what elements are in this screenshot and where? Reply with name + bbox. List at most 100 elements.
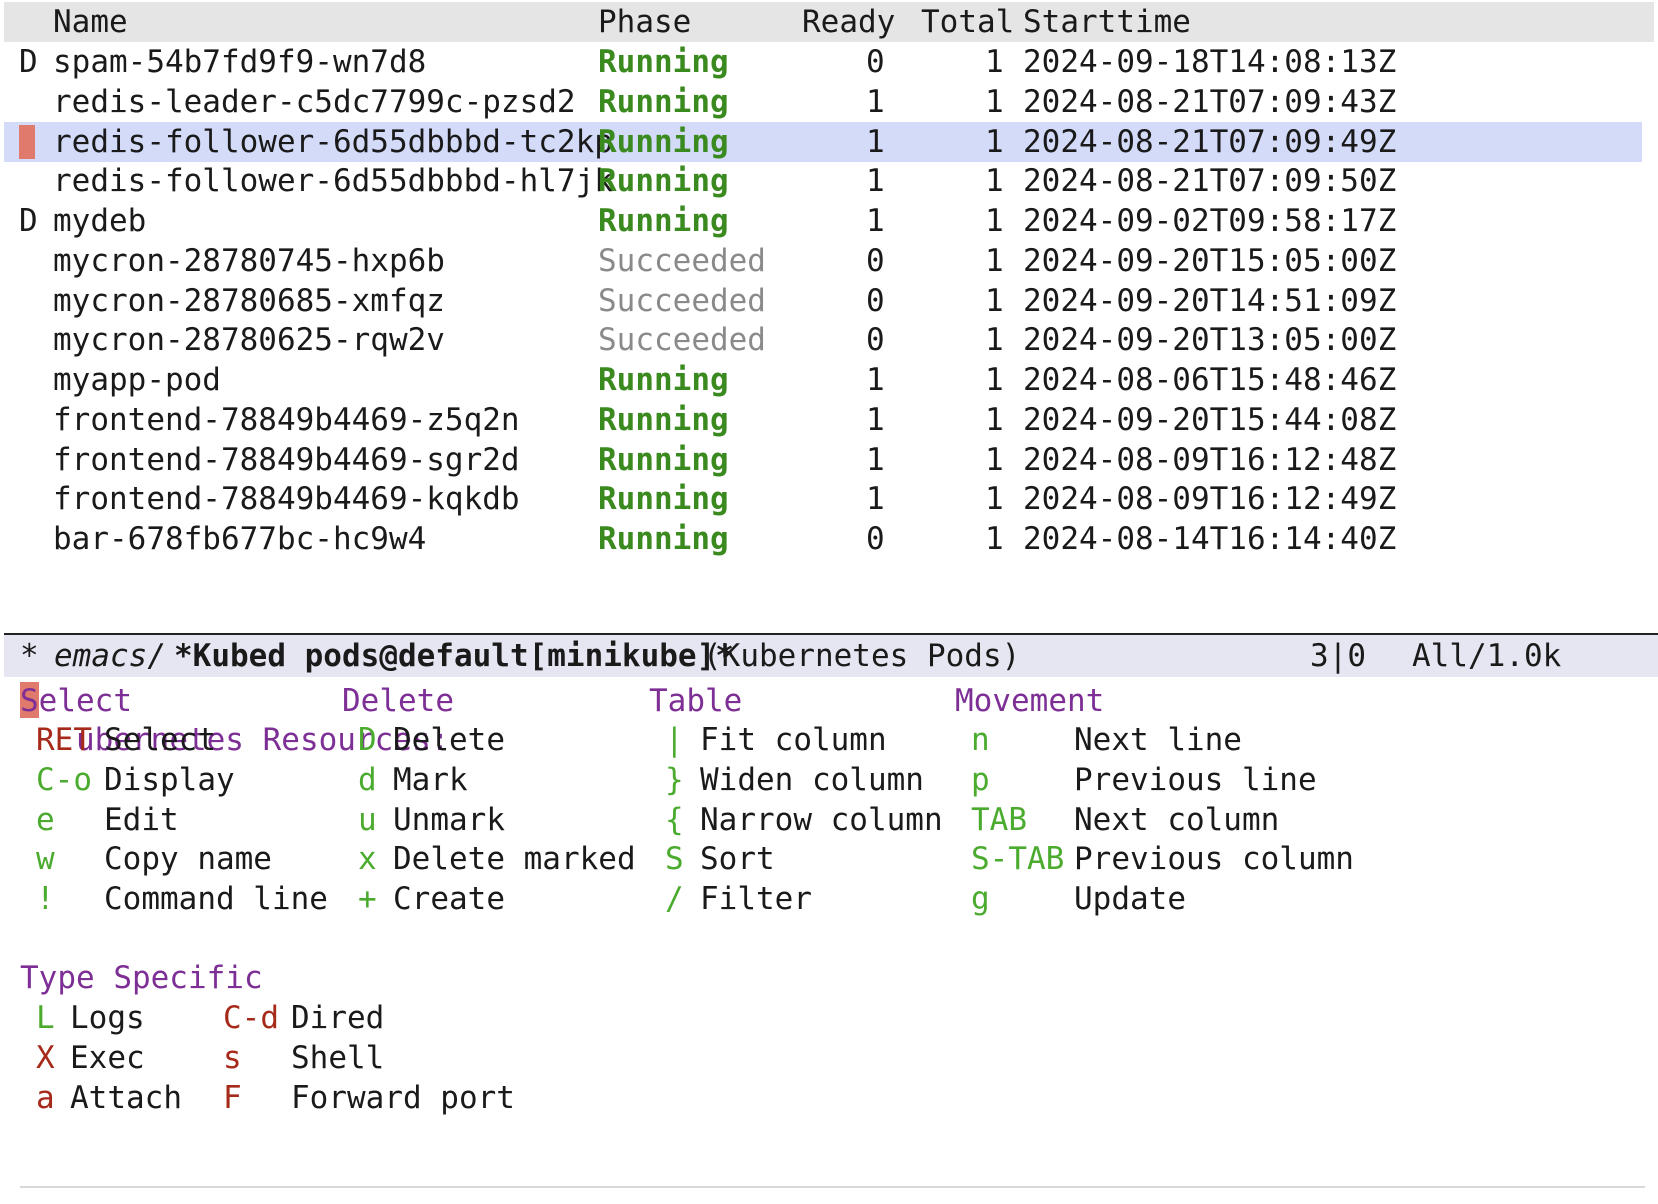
pod-phase: Succeeded [598,322,766,358]
pod-total: 1 [985,203,1004,239]
menu-item-filter[interactable]: /Filter [649,879,939,919]
modeline-directory[interactable]: emacs/ [54,638,166,674]
menu-key: L [36,1000,55,1036]
column-header-starttime[interactable]: Starttime [1023,4,1191,40]
menu-title-rest: ubernetes Resources: [76,722,450,758]
column-header-ready[interactable]: Ready [802,4,896,40]
menu-item-attach[interactable]: a Attach [36,1078,296,1118]
modeline-buffer-name[interactable]: *Kubed pods@default[minikube]* [174,638,734,674]
pod-starttime: 2024-09-18T14:08:13Z [1023,44,1397,80]
menu-key: D [358,722,377,758]
pod-ready: 1 [866,481,885,517]
column-header-total[interactable]: Total [921,4,1015,40]
column-header-name[interactable]: Name [53,4,128,40]
pod-ready: 1 [866,124,885,160]
pod-name: spam-54b7fd9f9-wn7d8 [53,44,427,80]
menu-key: + [358,881,377,917]
row-mark: D [19,44,38,80]
row-mark: D [19,203,38,239]
menu-key: { [665,802,684,838]
pod-total: 1 [985,163,1004,199]
pod-total: 1 [985,124,1004,160]
menu-item-create[interactable]: + Create [342,879,632,919]
menu-label: Next line [1074,722,1242,758]
menu-item-widen-column[interactable]: }Widen column [649,760,939,800]
menu-key: w [36,841,55,877]
menu-key: TAB [971,802,1027,838]
menu-label: Display [104,762,235,798]
pod-phase: Running [598,203,729,239]
menu-item-next-column[interactable]: TAB Next column [955,800,1279,840]
menu-item-command-line[interactable]: !Command line [20,879,328,919]
menu-key: g [971,881,990,917]
pod-starttime: 2024-08-06T15:48:46Z [1023,362,1397,398]
menu-label: Sort [700,841,775,877]
group-heading-movement: Movement [955,683,1105,719]
menu-key: a [36,1080,55,1116]
menu-key: | [665,722,684,758]
menu-item-narrow-column[interactable]: {Narrow column [649,800,943,840]
pod-ready: 1 [866,84,885,120]
pod-starttime: 2024-09-20T13:05:00Z [1023,322,1397,358]
menu-item-fit-column[interactable]: |Fit column [649,720,939,760]
menu-label: Attach [70,1080,182,1116]
pod-ready: 0 [866,521,885,557]
pod-name: frontend-78849b4469-sgr2d [53,442,520,478]
menu-label: Widen column [700,762,924,798]
menu-item-logs[interactable]: L Logs [36,998,296,1038]
menu-key: x [358,841,377,877]
menu-key: n [971,722,990,758]
group-heading-select: Select [20,683,132,719]
pod-total: 1 [985,362,1004,398]
pod-starttime: 2024-08-09T16:12:49Z [1023,481,1397,517]
pod-starttime: 2024-09-20T15:44:08Z [1023,402,1397,438]
column-header-phase[interactable]: Phase [598,4,692,40]
menu-label: Exec [70,1040,145,1076]
menu-label: Logs [70,1000,145,1036]
menu-label: Create [393,881,505,917]
pod-starttime: 2024-09-20T14:51:09Z [1023,283,1397,319]
pod-total: 1 [985,322,1004,358]
pod-name: frontend-78849b4469-z5q2n [53,402,520,438]
menu-label: Update [1074,881,1186,917]
pod-starttime: 2024-09-02T09:58:17Z [1023,203,1397,239]
menu-item-next-line[interactable]: n Next line [955,720,1245,760]
pod-total: 1 [985,44,1004,80]
menu-key: / [665,881,684,917]
menu-label: Unmark [393,802,505,838]
menu-label: Next column [1074,802,1280,838]
modeline-major-mode[interactable]: (Kubernetes Pods) [703,638,1021,674]
modeline-size: All/1.0k [1412,638,1562,674]
pod-name: redis-follower-6d55dbbbd-tc2kp [53,124,613,160]
menu-item-update[interactable]: g Update [955,879,1245,919]
menu-key: C-d [223,1000,279,1036]
